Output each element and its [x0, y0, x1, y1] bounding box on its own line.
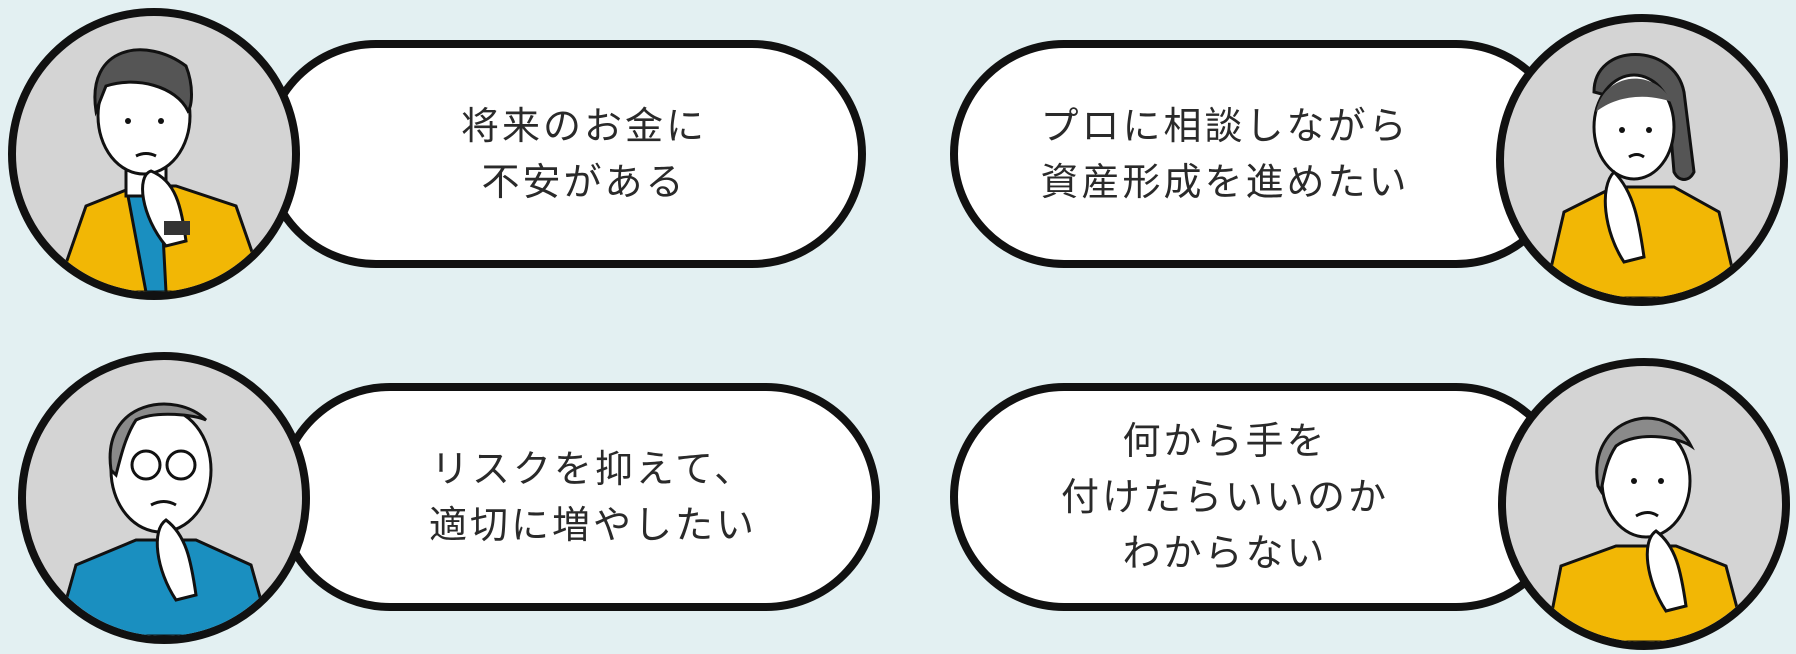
- young-man-avatar: [8, 8, 300, 300]
- woman-avatar: [1496, 14, 1788, 306]
- concern-bubble-2: プロに相談しながら 資産形成を進めたい: [950, 40, 1570, 268]
- concern-text-line: わからない: [1122, 531, 1328, 575]
- older-woman-illustration: [1544, 416, 1748, 642]
- older-man-avatar: [18, 352, 310, 644]
- concern-text-line: 付けたらいいのか: [1060, 475, 1389, 519]
- concern-text-line: リスクを抑えて、: [430, 447, 756, 491]
- concern-text-line: プロに相談しながら: [1040, 104, 1410, 148]
- thinking-woman-illustration: [1542, 53, 1741, 298]
- concern-bubble-1: 将来のお金に 不安がある: [262, 40, 866, 268]
- concern-bubble-4: 何から手を 付けたらいいのか わからない: [950, 383, 1570, 611]
- older-woman-avatar: [1498, 358, 1790, 650]
- concern-text-line: 将来のお金に: [460, 104, 707, 148]
- concern-bubble-3: リスクを抑えて、 適切に増やしたい: [276, 383, 880, 611]
- concern-text-line: 不安がある: [481, 160, 687, 204]
- concern-text-line: 資産形成を進めたい: [1040, 160, 1410, 204]
- concern-text-line: 何から手を: [1122, 419, 1328, 463]
- thinking-man-illustration: [54, 48, 268, 292]
- concern-text-line: 適切に増やしたい: [428, 503, 757, 547]
- older-man-glasses-illustration: [54, 402, 273, 636]
